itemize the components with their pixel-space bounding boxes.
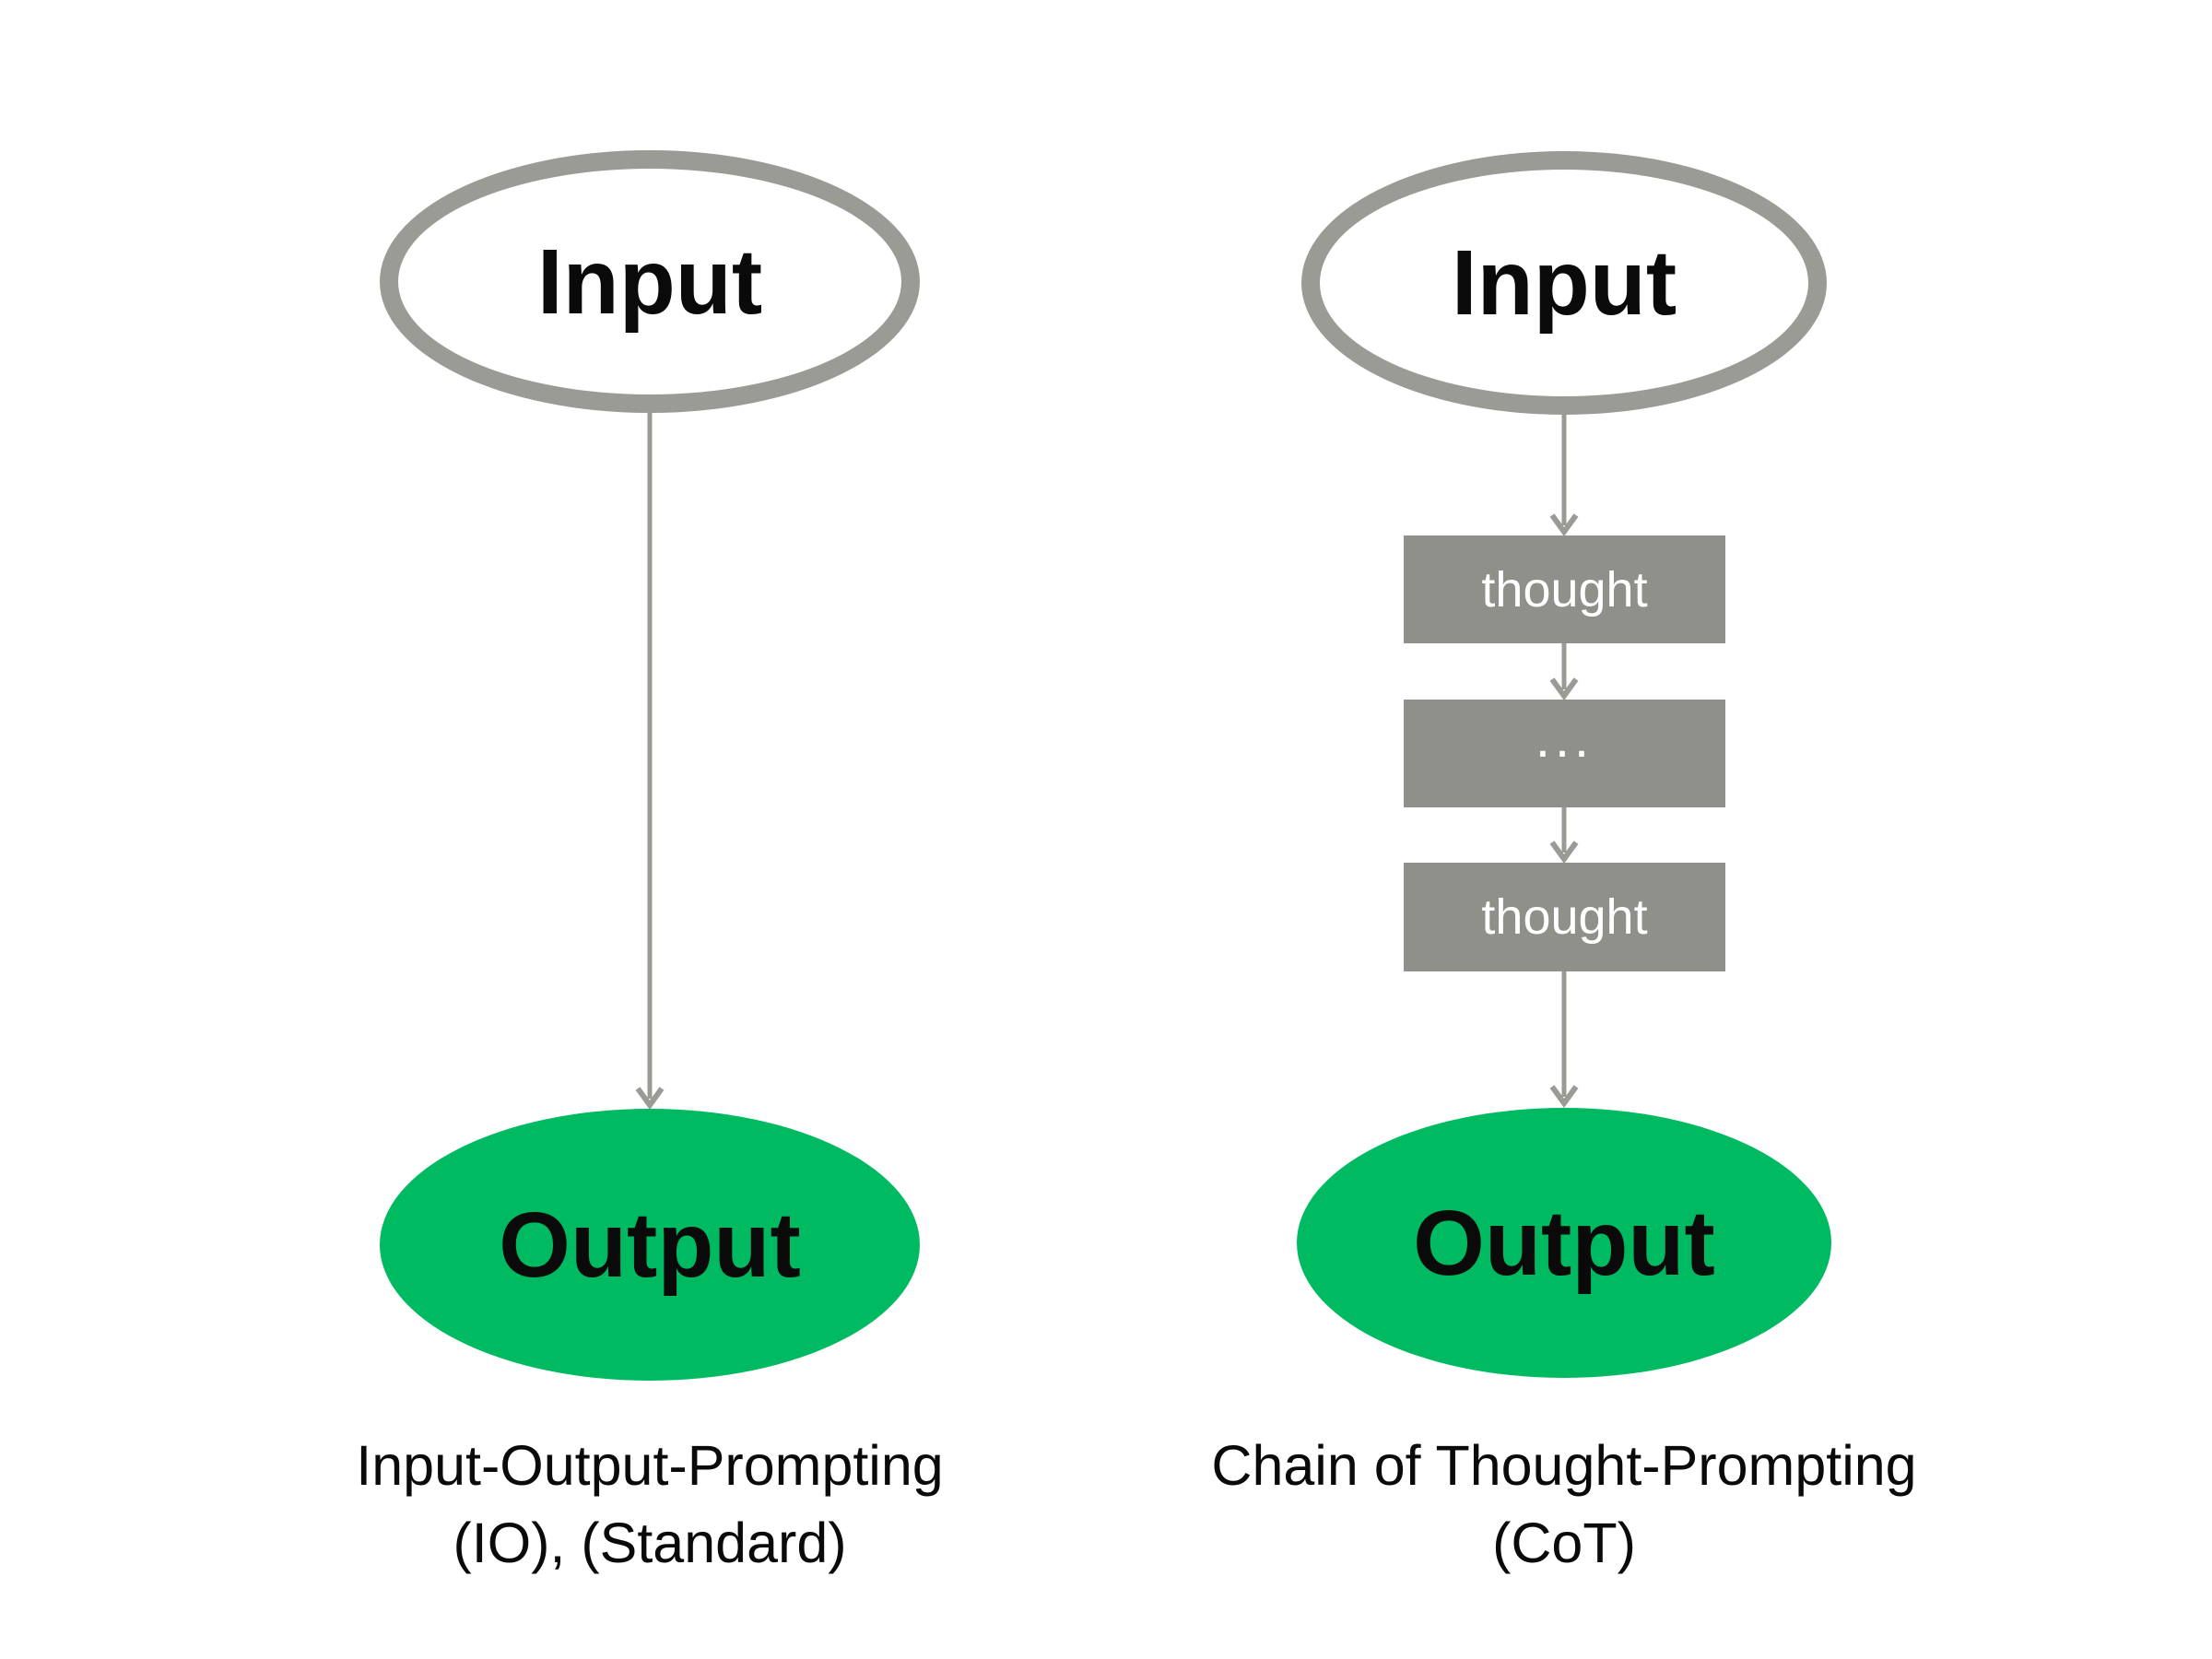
cot-input-ellipse: Input	[1301, 151, 1827, 415]
cot-thought-box-bottom: thought	[1404, 863, 1725, 971]
cot-caption-line1: Chain of Thought-Prompting	[1211, 1434, 1917, 1497]
cot-input-label: Input	[1451, 231, 1677, 335]
cot-caption-line2: (CoT)	[1492, 1512, 1636, 1574]
cot-thought-top-label: thought	[1481, 561, 1648, 618]
io-input-label: Input	[536, 229, 763, 334]
cot-ellipsis-label: ...	[1535, 708, 1594, 769]
io-caption: Input-Output-Prompting (IO), (Standard)	[263, 1427, 1037, 1582]
io-output-label: Output	[499, 1193, 801, 1297]
cot-output-label: Output	[1413, 1191, 1715, 1295]
io-caption-line1: Input-Output-Prompting	[356, 1434, 944, 1497]
arrow-down-icon	[1549, 971, 1579, 1109]
arrow-down-icon	[1549, 415, 1579, 537]
cot-caption: Chain of Thought-Prompting (CoT)	[1177, 1427, 1951, 1582]
cot-thought-box-top: thought	[1404, 535, 1725, 643]
cot-output-ellipse: Output	[1297, 1108, 1831, 1378]
arrow-down-icon	[635, 413, 665, 1111]
io-input-ellipse: Input	[380, 150, 920, 413]
cot-ellipsis-box: ...	[1404, 700, 1725, 807]
io-output-ellipse: Output	[380, 1109, 920, 1381]
arrow-down-icon	[1549, 643, 1579, 701]
cot-thought-bottom-label: thought	[1481, 889, 1648, 945]
arrow-down-icon	[1549, 807, 1579, 865]
io-caption-line2: (IO), (Standard)	[453, 1512, 847, 1574]
